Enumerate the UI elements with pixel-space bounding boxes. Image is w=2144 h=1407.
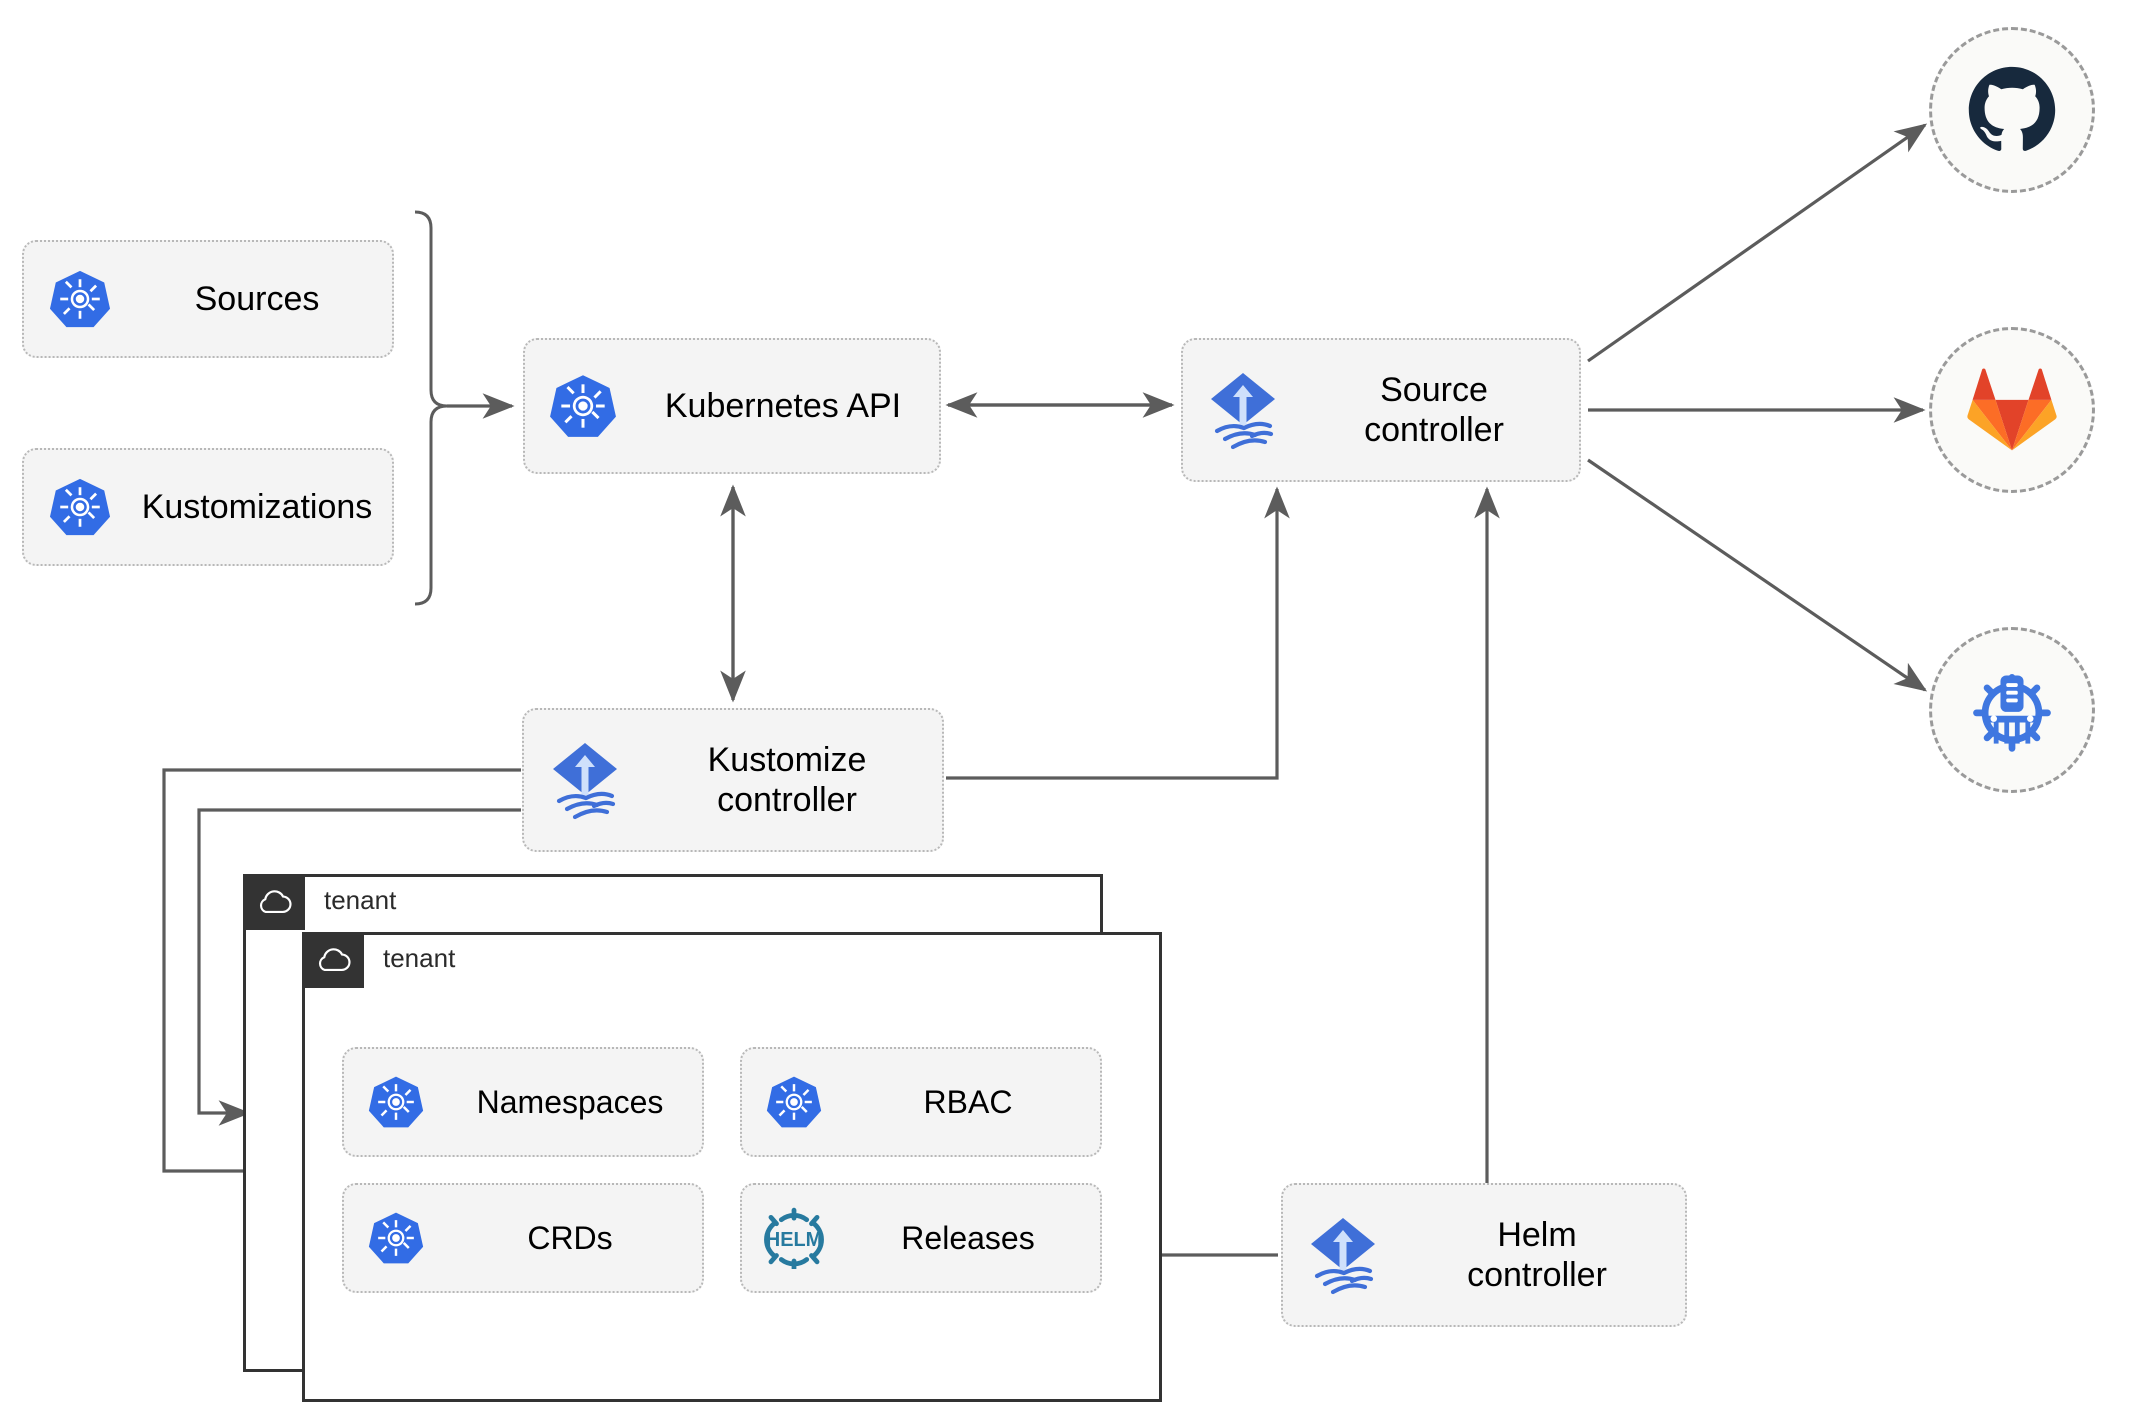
kubernetes-icon: [344, 1210, 448, 1266]
resource-label: Namespaces: [476, 1083, 664, 1120]
edge-source-to-helm-repository: [1587, 458, 1928, 692]
svg-text:HELM: HELM: [766, 1229, 822, 1251]
node-label: Kustomize controller: [707, 740, 867, 819]
flux-icon: [524, 739, 646, 821]
node-label: Kustomizations: [141, 487, 373, 526]
kubernetes-icon: [525, 372, 641, 440]
node-kubernetes-api[interactable]: Kubernetes API: [523, 338, 941, 474]
resource-crds[interactable]: CRDs: [342, 1183, 704, 1293]
resource-label: CRDs: [527, 1219, 613, 1256]
flux-icon: [1183, 369, 1303, 451]
tenant-label-outer: tenant: [324, 885, 397, 915]
edge-kustomize-to-source: [946, 486, 1290, 780]
node-label: Kubernetes API: [664, 386, 902, 425]
helm-icon: HELM: [742, 1207, 846, 1269]
github-icon: [1966, 64, 2058, 156]
tenant-container-inner[interactable]: tenant: [302, 932, 1162, 1402]
node-source-controller[interactable]: Source controller: [1181, 338, 1581, 482]
resource-label: Releases: [901, 1219, 1035, 1256]
node-kustomizations[interactable]: Kustomizations: [22, 448, 394, 566]
node-label: Helm controller: [1467, 1215, 1607, 1294]
tenant-label-inner: tenant: [383, 943, 456, 973]
cloud-icon: [302, 932, 364, 988]
resource-label: RBAC: [923, 1083, 1013, 1120]
node-gitlab[interactable]: [1929, 327, 2095, 493]
node-label: Source controller: [1364, 370, 1504, 449]
kubernetes-icon: [344, 1074, 448, 1130]
edge-resources-bracket: [414, 210, 448, 606]
flux-icon: [1283, 1214, 1403, 1296]
resource-releases[interactable]: HELM Releases: [740, 1183, 1102, 1293]
kubernetes-icon: [24, 476, 136, 538]
edge-source-to-github: [1587, 123, 1928, 363]
helm-repository-icon: [1964, 662, 2060, 758]
tenant-resource-grid: Namespaces: [342, 1047, 1102, 1293]
node-helm-controller[interactable]: Helm controller: [1281, 1183, 1687, 1327]
tenant-tab-outer: [243, 874, 305, 930]
node-sources[interactable]: Sources: [22, 240, 394, 358]
tenant-tab-inner: [302, 932, 364, 988]
node-label: Sources: [194, 279, 320, 318]
cloud-icon: [243, 874, 305, 930]
kubernetes-icon: [24, 268, 136, 330]
node-kustomize-controller[interactable]: Kustomize controller: [522, 708, 944, 852]
node-github[interactable]: [1929, 27, 2095, 193]
resource-namespaces[interactable]: Namespaces: [342, 1047, 704, 1157]
kubernetes-icon: [742, 1074, 846, 1130]
resource-rbac[interactable]: RBAC: [740, 1047, 1102, 1157]
gitlab-icon: [1966, 366, 2058, 454]
node-helm-repository[interactable]: [1929, 627, 2095, 793]
